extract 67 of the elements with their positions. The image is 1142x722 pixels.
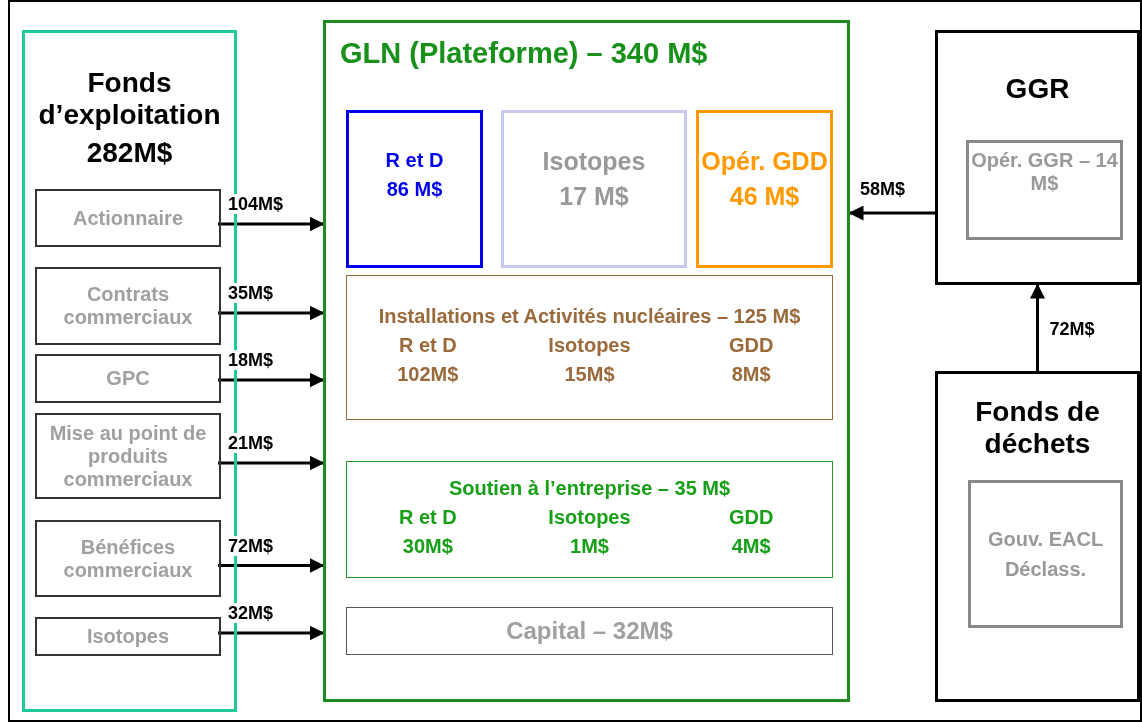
category-label: GDD [727,334,775,357]
edge-label: 35M$ [226,283,276,303]
budget-box [501,110,687,268]
arrow [848,205,935,221]
arrow [218,558,325,573]
box-title: Isotopes [542,147,646,176]
box-title: GGR [1005,73,1070,106]
arrow [218,305,325,321]
box-title: Bénéfices commerciaux [62,535,194,582]
box-title: GLN (Plateforme) – 340 M$ [340,37,708,71]
box-title: R et D [385,149,444,172]
budget-box [346,275,833,420]
box-title: Gouv. EACL Déclass. [986,527,1105,582]
budget-box [966,140,1123,240]
section-title: Soutien à l’entreprise – 35 M$ [447,477,732,500]
amount-label: 86 M$ [386,178,443,201]
category-label: GDD [727,506,775,529]
budget-box [968,480,1123,628]
arrow [218,455,325,471]
amount-label: 46 M$ [729,181,800,211]
edge-label: 72M$ [226,535,276,556]
edge-label: 32M$ [226,603,276,623]
box-title: Fonds d’exploitation [37,67,222,132]
source-box [35,520,221,597]
edge-label: 72M$ [1047,319,1097,339]
budget-box [696,110,833,268]
source-box [35,267,221,345]
amount-label: 17 M$ [559,181,629,211]
source-box [35,354,221,403]
box-title: GPC [106,367,150,390]
platform-panel [323,20,850,702]
edge-label: 58M$ [858,179,908,199]
box-title: Opér. GDD [701,147,828,176]
box-title: Isotopes [86,625,170,648]
category-label: Isotopes [547,334,632,357]
box-title: Opér. GGR – 14 M$ [970,149,1119,195]
arrow [218,372,325,388]
amount-label: 102M$ [396,363,460,386]
source-box [35,617,221,656]
section-title: Installations et Activités nucléaires – 125 M$ [377,305,802,328]
amount-label: 4M$ [730,535,772,558]
amount-label: 30M$ [401,535,454,558]
amount-label: 8M$ [730,363,772,386]
category-label: R et D [397,334,458,357]
amount-label: 1M$ [569,535,610,558]
arrow [218,216,325,232]
arrow [218,625,325,641]
edge-label: 21M$ [226,433,276,453]
arrow [1030,283,1045,371]
budget-box [346,607,833,655]
edge-label: 18M$ [226,350,276,370]
amount-label: 282M$ [86,137,173,170]
fund-box [935,371,1140,702]
program-box [935,30,1140,285]
budget-box [346,461,833,578]
category-label: Isotopes [547,506,632,529]
budget-box [346,110,483,268]
source-box [35,189,221,247]
box-title: Capital – 32M$ [506,617,673,645]
box-title: Actionnaire [73,206,183,230]
amount-label: 15M$ [563,363,616,386]
edge-label: 104M$ [226,194,286,214]
box-title: Fonds de déchets [974,396,1101,461]
source-box [35,413,221,499]
box-title: Mise au point de produits commerciaux [48,421,208,491]
category-label: R et D [397,506,458,529]
box-title: Contrats commerciaux [62,283,194,329]
